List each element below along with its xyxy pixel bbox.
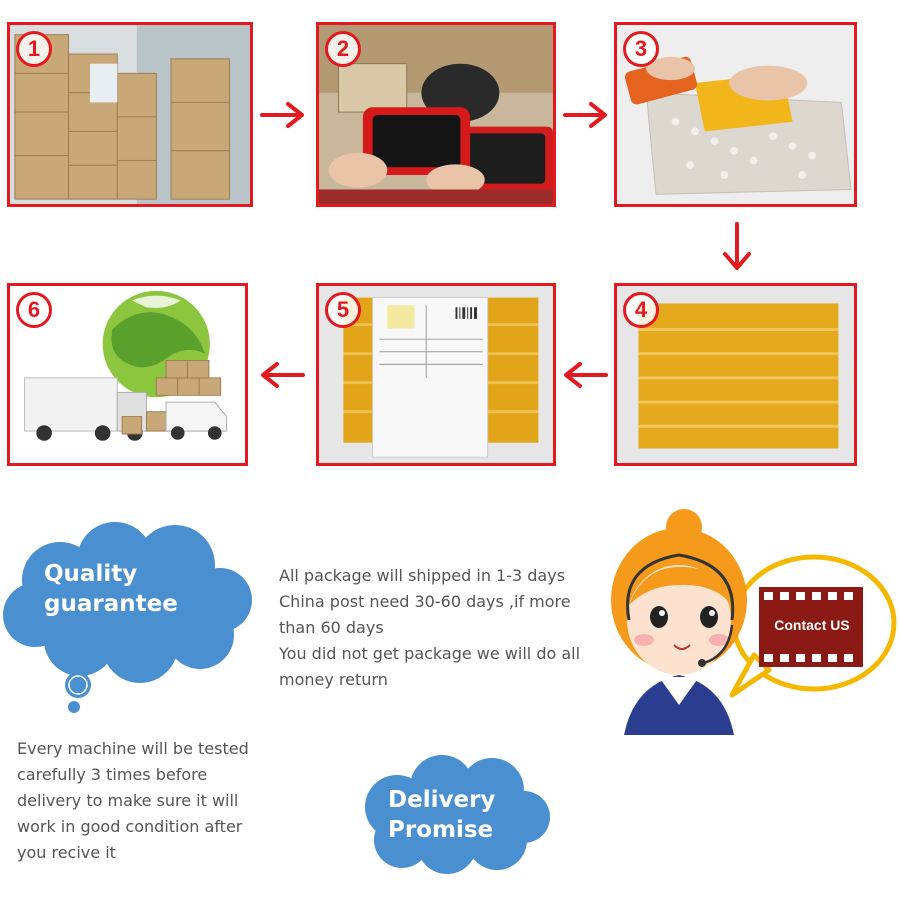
step-number-badge: 4 bbox=[623, 292, 659, 328]
quality-title-line1: Quality bbox=[44, 561, 138, 587]
delivery-text-line: You did not get package we will do all bbox=[279, 644, 581, 663]
step-2-packing-device-photo: 2 bbox=[316, 22, 556, 207]
customer-service-agent-icon bbox=[604, 505, 900, 735]
warehouse-image bbox=[10, 25, 250, 204]
labeled-package-image bbox=[319, 286, 553, 463]
step-number-badge: 1 bbox=[16, 31, 52, 67]
delivery-title: Delivery Promise bbox=[388, 786, 495, 846]
taped-package-image bbox=[617, 286, 854, 463]
cloud-icon bbox=[3, 522, 252, 713]
step-6-shipping-trucks-photo: 6 bbox=[7, 283, 248, 466]
step-3-bubble-wrap-photo: 3 bbox=[614, 22, 857, 207]
quality-text-line: carefully 3 times before bbox=[17, 765, 208, 784]
red-arrow-icon bbox=[259, 360, 305, 390]
quality-text-line: work in good condition after bbox=[17, 817, 243, 836]
delivery-text-line: than 60 days bbox=[279, 618, 384, 637]
cloud-icon bbox=[365, 755, 550, 874]
shipping-trucks-image bbox=[10, 286, 245, 463]
step-number-badge: 6 bbox=[16, 292, 52, 328]
delivery-promise-cloud: Delivery Promise bbox=[352, 752, 552, 874]
step-number-badge: 5 bbox=[325, 292, 361, 328]
step-1-warehouse-photo: 1 bbox=[7, 22, 253, 207]
delivery-title-line2: Promise bbox=[388, 816, 494, 843]
contact-us-button[interactable]: Contact US bbox=[774, 617, 850, 633]
red-arrow-icon bbox=[260, 100, 306, 130]
step-number-badge: 2 bbox=[325, 31, 361, 67]
delivery-text-line: money return bbox=[279, 670, 388, 689]
delivery-title-line1: Delivery bbox=[388, 787, 496, 813]
step-4-taped-package-photo: 4 bbox=[614, 283, 857, 466]
packing-device-image bbox=[319, 25, 553, 204]
red-arrow-icon bbox=[720, 222, 754, 272]
quality-guarantee-cloud: Quality guarantee bbox=[0, 520, 258, 715]
delivery-text-line: All package will shipped in 1-3 days bbox=[279, 566, 566, 585]
quality-text-line: delivery to make sure it will bbox=[17, 791, 239, 810]
red-arrow-icon bbox=[562, 360, 608, 390]
quality-title-line2: guarantee bbox=[44, 590, 178, 617]
step-5-labeled-package-photo: 5 bbox=[316, 283, 556, 466]
delivery-text-line: China post need 30-60 days ,if more bbox=[279, 592, 571, 611]
quality-text-line: you recive it bbox=[17, 843, 116, 862]
quality-text-line: Every machine will be tested bbox=[17, 739, 249, 758]
quality-guarantee-text: Every machine will be tested carefully 3… bbox=[17, 736, 297, 866]
quality-title: Quality guarantee bbox=[44, 560, 178, 620]
delivery-promise-text: All package will shipped in 1-3 days Chi… bbox=[279, 563, 639, 693]
step-number-badge: 3 bbox=[623, 31, 659, 67]
red-arrow-icon bbox=[563, 100, 609, 130]
